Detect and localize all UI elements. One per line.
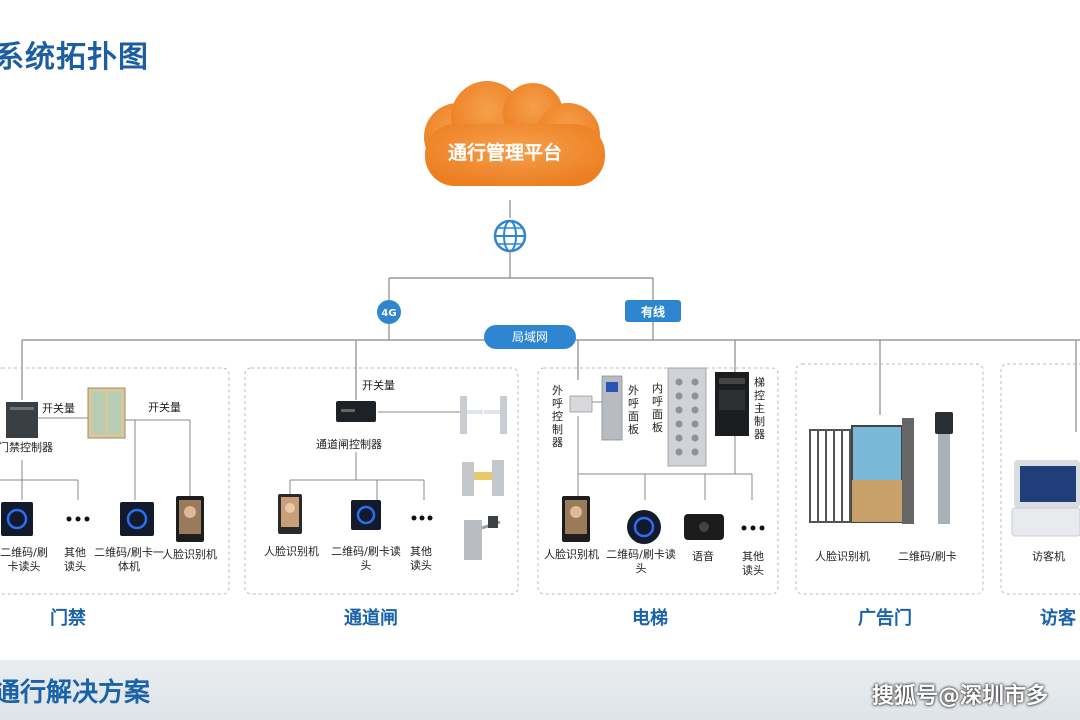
more-icon: [741, 525, 765, 531]
card-reader-icon: [351, 500, 381, 530]
footer-bar: [0, 660, 1080, 720]
4g-label: 4G: [381, 308, 396, 319]
face-terminal-icon: [278, 494, 302, 534]
visitor-kiosk-icon: [1011, 460, 1080, 537]
flap-gate-icon: [462, 460, 504, 496]
device-label: 二维码/刷卡读头: [606, 548, 676, 575]
qr-card-post-icon: [935, 412, 953, 524]
card-reader-icon: [1, 502, 33, 536]
footer-title: 通行解决方案: [0, 678, 151, 708]
section-caption-elevator: 电梯: [632, 608, 668, 629]
access-controller-label: 门禁控制器: [0, 441, 53, 454]
tripod-turnstile-icon: [464, 516, 501, 560]
gate-lines: [289, 411, 462, 500]
device-label: 人脸识别机: [544, 548, 599, 561]
outer-call-controller-icon: [569, 395, 593, 413]
gate-controller-label: 通道闸控制器: [316, 438, 382, 451]
page-title: 系统拓扑图: [0, 40, 149, 75]
access-controller-icon: [6, 402, 38, 438]
device-label: 人脸识别机: [815, 550, 870, 563]
section-caption-gate: 通道闸: [344, 608, 398, 629]
more-icon: [411, 515, 433, 521]
face-terminal-icon: [176, 496, 204, 542]
4g-badge: [377, 300, 401, 324]
wired-label: 有线: [641, 304, 665, 319]
device-label: 访客机: [1032, 550, 1065, 563]
cloud-icon: [424, 81, 605, 186]
elevator-box: [537, 367, 779, 595]
card-reader-icon: [627, 510, 661, 544]
ad-door-icon: [809, 418, 914, 524]
ad-door-box: [795, 363, 984, 595]
globe-icon: [493, 200, 527, 253]
gate-box: [244, 367, 519, 595]
access-switch-label: 开关量: [42, 402, 75, 415]
outer-call-controller-label: 外呼控制器: [552, 384, 563, 449]
watermark: 搜狐号@深圳市多: [872, 684, 1049, 709]
device-label: 人脸识别机: [264, 545, 319, 558]
section-caption-access: 门禁: [50, 608, 86, 629]
lan-label: 局域网: [512, 330, 548, 344]
access-switch-label: 开关量: [148, 401, 181, 414]
access-box: [0, 367, 230, 595]
outer-call-panel-icon: [601, 375, 623, 441]
gate-controller-icon: [336, 401, 376, 422]
face-terminal-icon: [562, 496, 590, 542]
access-lines: [0, 417, 191, 500]
outer-call-panel-label: 外呼面板: [628, 384, 639, 436]
wired-badge: [625, 300, 681, 322]
device-label: 二维码/刷卡一体机: [94, 546, 164, 573]
card-all-in-one-icon: [120, 502, 154, 536]
door-icon: [87, 387, 126, 439]
section-boxes: [0, 363, 1080, 595]
section-caption-ad-door: 广告门: [858, 608, 912, 629]
device-label: 二维码/刷卡: [898, 550, 957, 563]
elevator-main-controller-label: 梯控主制器: [754, 376, 765, 441]
device-label: 其他读头: [64, 546, 86, 573]
gate-switch-label: 开关量: [362, 379, 395, 392]
swing-gate-icon: [460, 396, 507, 434]
lan-badge: [484, 325, 576, 349]
platform-label: 通行管理平台: [448, 142, 563, 164]
elevator-main-controller-icon: [715, 372, 749, 436]
device-label: 其他读头: [742, 550, 764, 577]
section-caption-visitor: 访客: [1040, 608, 1076, 629]
device-label: 语音: [692, 550, 714, 563]
inner-call-panel-icon: [667, 367, 707, 467]
more-icon: [66, 516, 90, 522]
device-label: 二维码/刷卡读头: [331, 545, 401, 572]
visitor-box: [1000, 363, 1080, 595]
device-label: 二维码/刷卡读头: [0, 546, 48, 573]
device-label: 其他读头: [410, 545, 432, 572]
device-label: 人脸识别机: [162, 548, 217, 561]
voice-module-icon: [684, 514, 724, 540]
inner-call-panel-label: 内呼面板: [652, 382, 663, 434]
